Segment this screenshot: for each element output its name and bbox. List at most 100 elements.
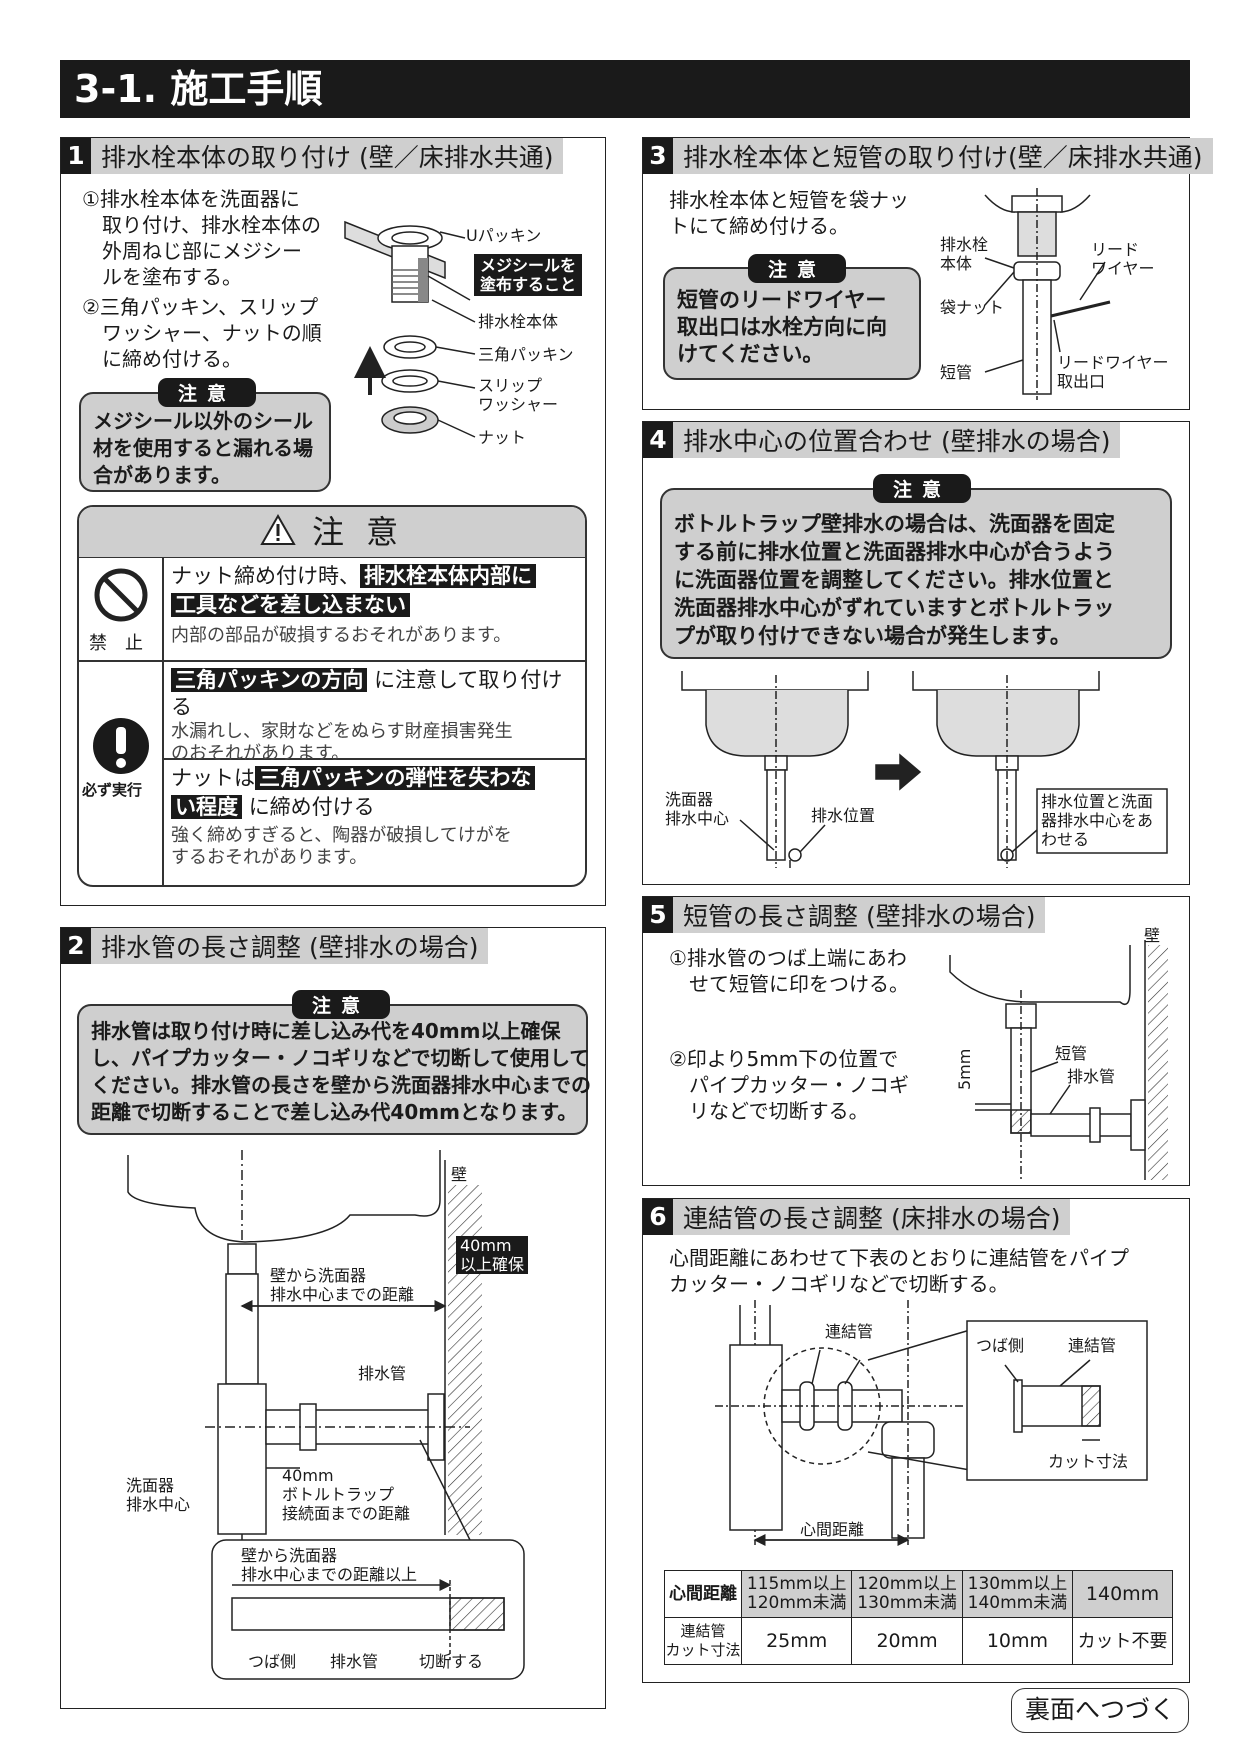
row-header: 連結管 カット寸法: [664, 1617, 742, 1665]
section-title: 短管の長さ調整 (壁排水の場合): [683, 902, 1036, 931]
step-1-text: ①排水管のつば上端にあわ せて短管に印をつける。: [669, 946, 909, 996]
section-2-header: 2 排水管の長さ調整 (壁排水の場合): [61, 928, 489, 964]
label-wall: 壁: [1144, 926, 1161, 945]
section-title: 排水栓本体の取り付け (壁／床排水共通): [101, 143, 554, 172]
table-cell: 130mm以上 140mm未満: [961, 1570, 1074, 1618]
label-basin-center: 洗面器 排水中心: [126, 1476, 191, 1514]
label-cut: 切断する: [419, 1652, 484, 1671]
table-cell: 115mm以上 120mm未満: [740, 1570, 853, 1618]
section-number: 3: [643, 138, 673, 174]
note-label: 注意: [873, 474, 972, 503]
step-2-text: ②三角パッキン、スリップ ワッシャー、ナットの順 に締め付ける。: [82, 295, 322, 371]
section-title: 連結管の長さ調整 (床排水の場合): [683, 1204, 1061, 1233]
section-title: 排水管の長さ調整 (壁排水の場合): [101, 933, 479, 962]
text: に締め付ける: [248, 795, 375, 819]
table-row: 連結管 カット寸法 25mm 20mm 10mm カット不要: [664, 1617, 1173, 1665]
table-cell: カット不要: [1072, 1617, 1173, 1665]
short-pipe-cut-diagram: [949, 940, 1168, 1180]
note-box: ボトルトラップ壁排水の場合は、洗面器を固定 する前に排水位置と洗面器排水中心が合…: [660, 488, 1172, 659]
label-nut: ナット: [478, 428, 527, 447]
label-short-pipe: 短管: [940, 363, 973, 382]
table-cell: 20mm: [851, 1617, 963, 1665]
section-title: 排水栓本体と短管の取り付け(壁／床排水共通): [683, 143, 1203, 172]
prohibited-icon: [94, 568, 148, 622]
step-text: 排水栓本体と短管を袋ナッ トにて締め付ける。: [669, 188, 909, 238]
highlight: 三角パッキンの方向: [171, 668, 368, 692]
label-flange-side: つば側: [976, 1336, 1025, 1355]
label-wall: 壁: [451, 1165, 468, 1184]
section-number: 4: [643, 422, 673, 458]
short-pipe-diagram: [984, 188, 1111, 400]
table-cell: 25mm: [740, 1617, 853, 1665]
step-1-text: ①排水栓本体を洗面器に 取り付け、排水栓本体の 外周ねじ部にメジシー ルを塗布す…: [82, 187, 321, 289]
caution-row-2: 三角パッキンの方向 に注意して取り付ける 水漏れし、家財などをぬらす財産損害発生…: [171, 667, 583, 765]
arrow-right-icon: [875, 753, 922, 791]
label-wall-distance: 壁から洗面器 排水中心までの距離: [270, 1266, 415, 1304]
label-basin-center: 洗面器 排水中心: [665, 790, 730, 828]
label-short-pipe: 短管: [1055, 1044, 1088, 1063]
label-cap-nut: 袋ナット: [940, 298, 1005, 317]
caution-box: 注 意 禁 止 必ず実行 ナット締め付け時、排水栓本体内部に 工具などを差し込ま…: [77, 505, 587, 887]
section-number: 5: [643, 897, 673, 933]
prohibit-label: 禁 止: [89, 633, 143, 654]
section-number: 2: [61, 928, 91, 964]
section-5-header: 5 短管の長さ調整 (壁排水の場合): [643, 897, 1046, 933]
note-box: メジシール以外のシール 材を使用すると漏れる場 合があります。: [79, 392, 331, 492]
mandatory-exclamation-icon: [93, 718, 149, 774]
caution-detail: 水漏れし、家財などをぬらす財産損害発生 のおそれがあります。: [171, 721, 513, 764]
note-box: 排水管は取り付け時に差し込み代を40mm以上確保 し、パイプカッター・ノコギリな…: [77, 1004, 591, 1135]
page-title: 3-1. 施工手順: [60, 60, 1190, 118]
label-drain-body: 排水栓本体: [478, 312, 559, 331]
note-label: 注意: [748, 254, 847, 283]
step-text: 心間距離にあわせて下表のとおりに連結管をパイプ カッター・ノコギリなどで切断する…: [669, 1246, 1129, 1296]
note-label: 注意: [292, 990, 391, 1019]
section-4-header: 4 排水中心の位置合わせ (壁排水の場合): [643, 422, 1121, 458]
label-cut-size: カット寸法: [1048, 1452, 1129, 1471]
label-min-distance: 壁から洗面器 排水中心までの距離以上: [241, 1546, 418, 1584]
label-inset-connector: 連結管: [1068, 1336, 1117, 1355]
label-u-packing: Uパッキン: [466, 226, 542, 245]
label-box-drain-pipe: 排水管: [330, 1652, 379, 1671]
cut-size-table: 心間距離 115mm以上 120mm未満 120mm以上 130mm未満 130…: [664, 1570, 1173, 1665]
text: ナットは: [171, 766, 255, 790]
label-lead-outlet: リードワイヤー 取出口: [1057, 353, 1169, 391]
continue-on-back-label: 裏面へつづく: [1011, 1688, 1189, 1733]
label-drain-pipe: 排水管: [358, 1364, 407, 1383]
label-trap-distance: 40mm ボトルトラップ 接続面までの距離: [282, 1466, 411, 1523]
label-mejiseal: メジシールを 塗布すること: [474, 254, 583, 296]
text: ナット締め付け時、: [171, 564, 360, 588]
table-cell: 10mm: [961, 1617, 1074, 1665]
caution-detail: 強く締めすぎると、陶器が破損してけがを するおそれがあります。: [171, 825, 512, 868]
must-label: 必ず実行: [82, 781, 143, 799]
table-cell: 120mm以上 130mm未満: [851, 1570, 963, 1618]
note-box: 短管のリードワイヤー 取出口は水栓方向に向 けてください。: [663, 267, 921, 380]
section-3-header: 3 排水栓本体と短管の取り付け(壁／床排水共通): [643, 138, 1213, 174]
wall-drain-diagram: [127, 1150, 525, 1680]
note-label: 注意: [158, 378, 257, 407]
highlight: 工具などを差し込まない: [171, 593, 410, 617]
label-center-distance: 心間距離: [800, 1520, 865, 1539]
label-drain-body: 排水栓 本体: [940, 235, 989, 273]
section-6-header: 6 連結管の長さ調整 (床排水の場合): [643, 1199, 1071, 1235]
caution-title: 注 意: [311, 513, 405, 551]
highlight: 三角パッキンの弾性を失わな: [255, 766, 536, 790]
drain-body-exploded-diagram: [344, 220, 476, 438]
label-drain-pipe: 排水管: [1067, 1067, 1116, 1086]
label-slip-washer: スリップ ワッシャー: [478, 376, 559, 414]
caution-detail: 内部の部品が破損するおそれがあります。: [171, 625, 512, 646]
label-align: 排水位置と洗面 器排水中心をあ わせる: [1041, 792, 1154, 849]
highlight: い程度: [171, 795, 242, 819]
section-number: 6: [643, 1199, 673, 1235]
connector-pipe-diagram: [715, 1300, 1148, 1546]
label-drain-position: 排水位置: [811, 806, 876, 825]
text: に注意して取り付ける: [171, 668, 563, 719]
label-flange-side: つば側: [248, 1652, 297, 1671]
warning-triangle-icon: [260, 513, 296, 545]
alignment-diagram-after: [912, 671, 1168, 868]
label-40mm-secure: 40mm 以上確保: [456, 1236, 529, 1274]
table-row: 心間距離 115mm以上 120mm未満 120mm以上 130mm未満 130…: [664, 1570, 1173, 1618]
step-2-text: ②印より5mm下の位置で パイプカッター・ノコギ リなどで切断する。: [669, 1047, 909, 1123]
section-title: 排水中心の位置合わせ (壁排水の場合): [683, 427, 1111, 456]
